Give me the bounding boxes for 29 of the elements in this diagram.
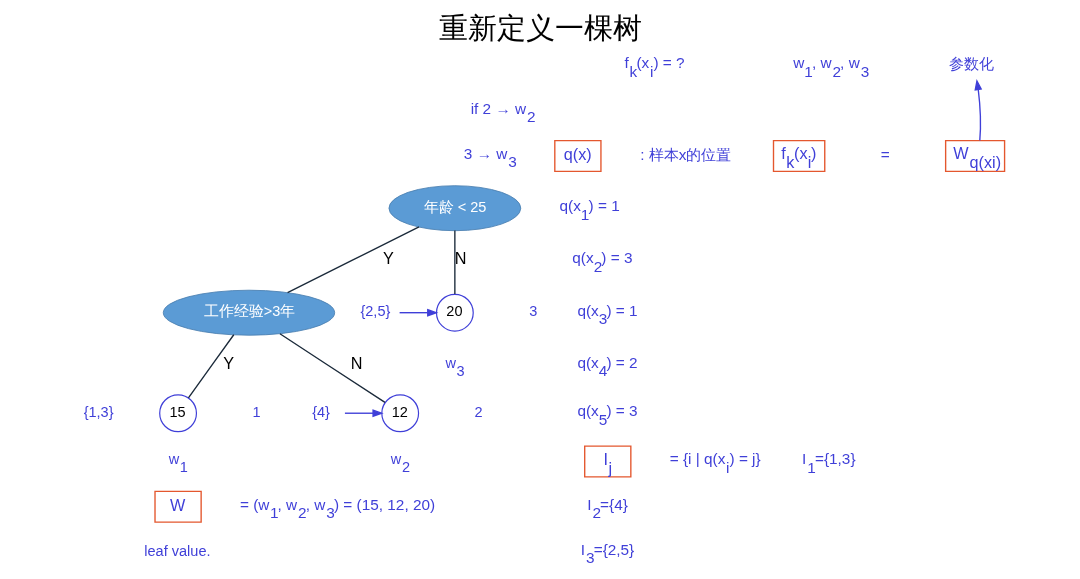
connector xyxy=(453,229,456,295)
connector xyxy=(278,333,386,404)
node-text: {2,5} xyxy=(359,303,390,320)
label: = xyxy=(880,145,890,163)
node-text: 参数化 xyxy=(948,55,994,72)
arrow xyxy=(343,409,384,418)
node-ellipse: 工作经验>3年 xyxy=(162,289,335,336)
node-circle: 15 xyxy=(158,394,197,433)
diagram-title: 重新定义一棵树 xyxy=(438,12,642,45)
connector xyxy=(187,334,234,399)
edge-label: N xyxy=(350,353,362,372)
arrow xyxy=(973,78,982,142)
node-ellipse: 年龄 < 25 xyxy=(388,185,521,232)
node-label: 3 xyxy=(528,303,537,320)
edge-label: Y xyxy=(222,353,234,372)
node-label: leaf value. xyxy=(143,542,210,559)
connector xyxy=(286,226,420,294)
node-text: {4} xyxy=(311,403,330,420)
node-label: 1 xyxy=(251,403,260,420)
node-label: 2 xyxy=(474,403,483,420)
node-circle: 12 xyxy=(380,394,419,433)
arrow xyxy=(398,308,438,317)
edge-label: Y xyxy=(382,249,394,268)
node-box: q(x) xyxy=(553,139,602,172)
edge-label: N xyxy=(454,249,467,268)
node-circle: 20 xyxy=(435,293,474,332)
label: : 样本x的位置 xyxy=(639,145,731,163)
node-box: W xyxy=(153,490,202,523)
node-label: {1,3} xyxy=(83,403,114,420)
